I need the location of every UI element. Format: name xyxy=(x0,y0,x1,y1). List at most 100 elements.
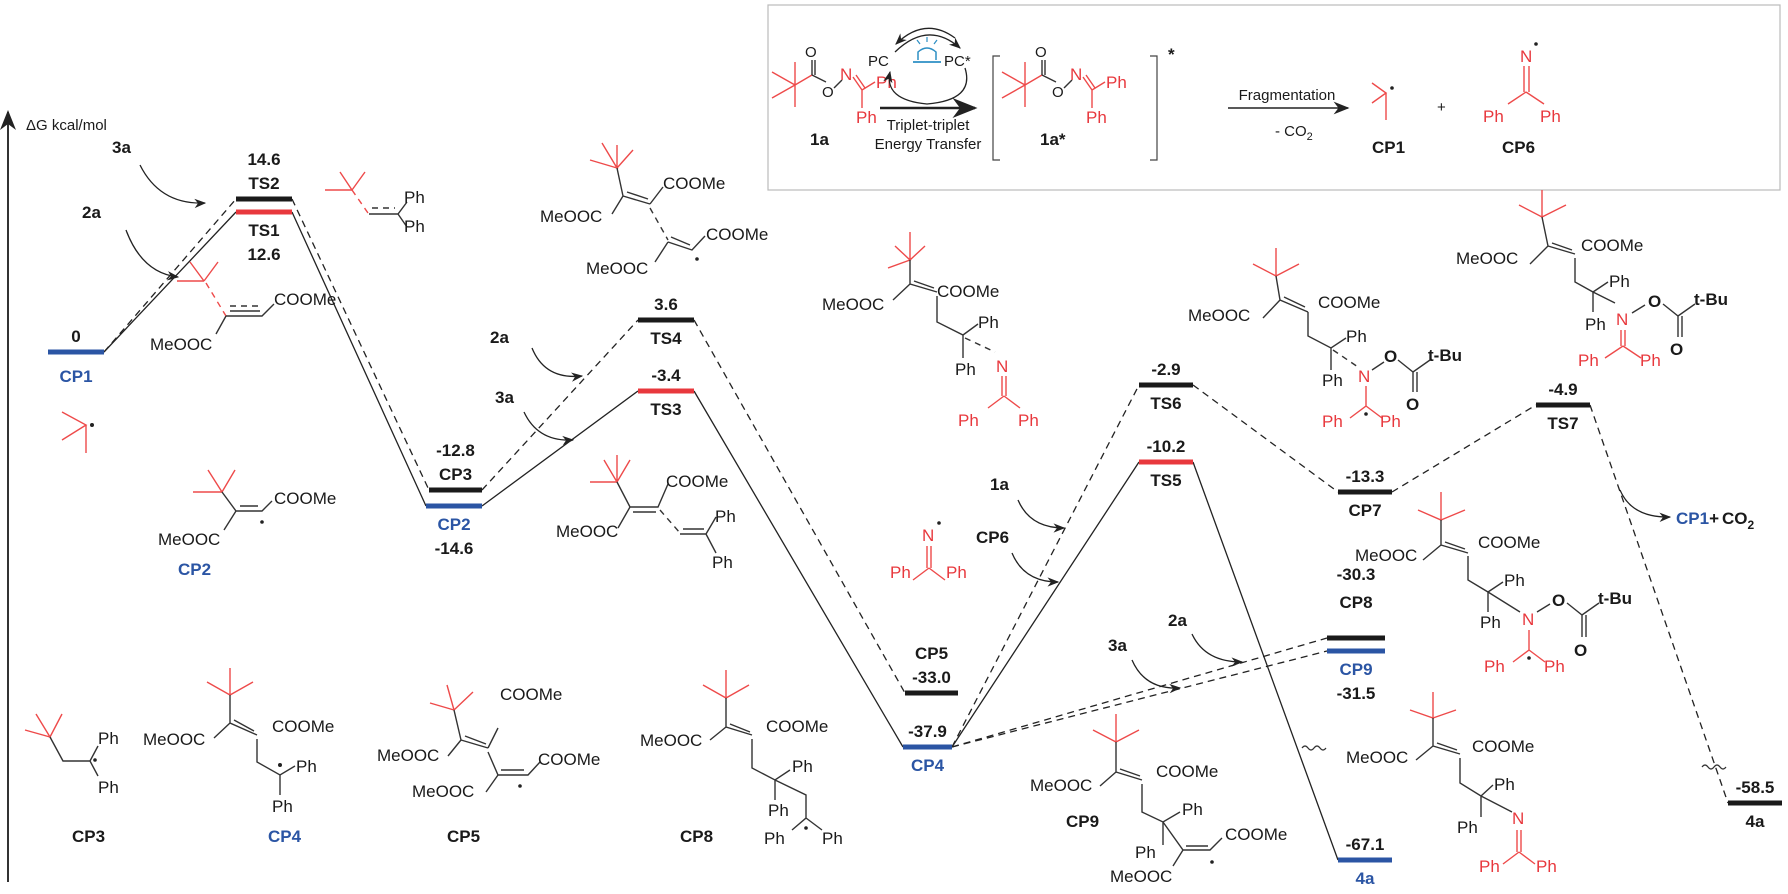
ph-group: Ph xyxy=(1540,107,1561,126)
energy-value-cp3: -12.8 xyxy=(436,441,475,460)
break-mark xyxy=(1701,764,1727,770)
meooc-group: MeOOC xyxy=(1355,546,1417,565)
reagent-label-3a: 3a xyxy=(112,138,131,157)
meooc-group: MeOOC xyxy=(158,530,220,549)
reagent-arrow xyxy=(139,164,207,209)
ph-group: Ph xyxy=(1322,412,1343,431)
reagent-arrow xyxy=(1131,659,1182,694)
axis-break-marks xyxy=(1301,745,1727,770)
meooc-group: MeOOC xyxy=(1110,867,1172,886)
coome-group: COOMe xyxy=(666,472,728,491)
structure-cp3: Ph Ph CP3 xyxy=(24,713,119,846)
label-cp8: CP8 xyxy=(680,827,713,846)
atom-N: N xyxy=(996,357,1008,376)
ph-group: Ph xyxy=(1578,351,1599,370)
connector-cp4-to-ts5 xyxy=(951,461,1140,748)
coome-group: COOMe xyxy=(1581,236,1643,255)
plus-sign: + xyxy=(1437,99,1446,116)
structure-ts2: Ph Ph xyxy=(325,171,425,236)
coome-group: COOMe xyxy=(1318,293,1380,312)
atom-O: O xyxy=(1406,395,1419,414)
species-label-ts4: TS4 xyxy=(650,329,682,348)
reagent-label-2a: 2a xyxy=(1168,611,1187,630)
coome-group: COOMe xyxy=(1472,737,1534,756)
structure-cp9: COOMe MeOOC Ph Ph COOMe MeOOC CP9 xyxy=(1030,714,1287,886)
ph-group: Ph xyxy=(296,757,317,776)
mechanism-scheme-box: O O N Ph Ph 1a PC PC* Triplet-triplet En… xyxy=(767,4,1781,191)
ph-group: Ph xyxy=(1322,371,1343,390)
species-label-ts3: TS3 xyxy=(650,400,681,419)
ph-group: Ph xyxy=(1544,657,1565,676)
reagent-label-2a: 2a xyxy=(490,328,509,347)
photocatalyst-cycle: PC PC* Triplet-triplet Energy Transfer xyxy=(868,27,981,153)
ph-group: Ph xyxy=(1135,843,1156,862)
coome-group: COOMe xyxy=(937,282,999,301)
ph-group: Ph xyxy=(1640,351,1661,370)
structure-cp2: COOMe MeOOC CP2 xyxy=(158,469,336,579)
energy-value-ts1: 12.6 xyxy=(247,245,280,264)
coome-group: COOMe xyxy=(663,174,725,193)
meooc-group: MeOOC xyxy=(1456,249,1518,268)
ph-group: Ph xyxy=(978,313,999,332)
energy-value-cp5: -33.0 xyxy=(912,668,951,687)
energy-value-cp9: -31.5 xyxy=(1337,684,1376,703)
atom-N: N xyxy=(1512,809,1524,828)
ph-group: Ph xyxy=(1480,613,1501,632)
label-cp5: CP5 xyxy=(447,827,480,846)
ph-group: Ph xyxy=(1479,857,1500,876)
connector-cp4-to-cp9 xyxy=(951,650,1328,748)
energy-value-cp7: -13.3 xyxy=(1346,467,1385,486)
ph-group: Ph xyxy=(98,729,119,748)
species-label-cp7: CP7 xyxy=(1348,501,1381,520)
structure-1a-excited: * O O N Ph Ph 1a* xyxy=(992,44,1175,161)
meooc-group: MeOOC xyxy=(377,746,439,765)
fragmentation-step: Fragmentation - CO2 xyxy=(1228,87,1350,143)
ph-group: Ph xyxy=(1018,411,1039,430)
coome-group: COOMe xyxy=(538,750,600,769)
energy-value-cp8: -30.3 xyxy=(1337,565,1376,584)
atom-N: N xyxy=(840,65,852,84)
reagent-label-cp6: CP6 xyxy=(976,528,1009,547)
label-cp6: CP6 xyxy=(1502,138,1535,157)
reagent-arrow xyxy=(1011,552,1060,587)
label-cp9: CP9 xyxy=(1066,812,1099,831)
meooc-group: MeOOC xyxy=(150,335,212,354)
connector-cp1-to-ts1 xyxy=(103,211,237,353)
meooc-group: MeOOC xyxy=(1030,776,1092,795)
atom-N: N xyxy=(1616,310,1628,329)
ph-group: Ph xyxy=(1585,315,1606,334)
reagent-label-2a: 2a xyxy=(82,203,101,222)
atom-N: N xyxy=(1070,65,1082,84)
label-1a: 1a xyxy=(810,130,829,149)
atom-O: O xyxy=(1552,591,1565,610)
reagent-arrow xyxy=(1017,499,1066,533)
coome-group: COOMe xyxy=(1225,825,1287,844)
connector-ts2-to-cp3 xyxy=(291,198,430,491)
label-cp1: CP1 xyxy=(1372,138,1405,157)
ph-group: Ph xyxy=(1484,657,1505,676)
ph-group: Ph xyxy=(1457,818,1478,837)
energy-value-4a_black: -58.5 xyxy=(1736,778,1775,797)
species-label-cp3: CP3 xyxy=(439,465,472,484)
connector-ts6-to-cp7 xyxy=(1192,384,1339,493)
tbu-group: t-Bu xyxy=(1694,290,1728,309)
ph-group: Ph xyxy=(822,829,843,848)
structure-ts4: COOMe MeOOC COOMe MeOOC xyxy=(540,142,768,278)
atom-O: O xyxy=(1384,347,1397,366)
ph-group: Ph xyxy=(876,73,897,92)
species-label-cp9: CP9 xyxy=(1339,660,1372,679)
species-label-ts6: TS6 xyxy=(1150,394,1181,413)
energy-level-labels: 0CP112.6TS114.6TS2-12.8CP3-14.6CP23.6TS4… xyxy=(59,150,1774,888)
arrow-text-fragmentation: Fragmentation xyxy=(1239,87,1336,104)
coome-group: COOMe xyxy=(1156,762,1218,781)
coome-group: COOMe xyxy=(706,225,768,244)
connector-cp7-to-ts7 xyxy=(1391,404,1537,493)
energy-value-ts4: 3.6 xyxy=(654,295,678,314)
label-1a-star: 1a* xyxy=(1040,130,1066,149)
ph-group: Ph xyxy=(955,360,976,379)
connector-cp3-to-ts4 xyxy=(481,319,639,491)
label-cp4: CP4 xyxy=(268,827,302,846)
connector-ts7-to-4a_black xyxy=(1589,404,1729,804)
atom-N: N xyxy=(1358,367,1370,386)
